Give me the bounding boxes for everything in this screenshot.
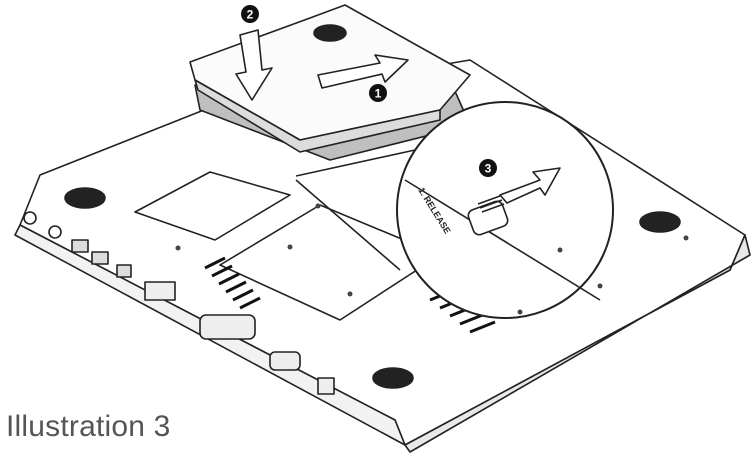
zoom-line-bottom xyxy=(295,179,401,271)
firewire-port xyxy=(116,264,132,278)
zoom-panel-edge xyxy=(404,179,601,301)
step-marker-2: 2 xyxy=(241,5,259,23)
step-marker-3: 3 xyxy=(479,159,497,177)
lan-port xyxy=(144,281,176,301)
usb-port-2 xyxy=(91,251,109,265)
latch-stripes xyxy=(477,195,505,213)
side-ports xyxy=(23,211,335,395)
svg-text:1: 1 xyxy=(375,87,382,101)
audio-port-1 xyxy=(23,211,37,225)
zoom-arrow xyxy=(499,167,561,204)
battery-pack-side xyxy=(194,79,441,153)
foot-left xyxy=(64,187,106,209)
zoom-line-top xyxy=(295,149,416,177)
parallel-port xyxy=(199,314,256,340)
screws xyxy=(175,203,689,315)
step-marker-1: 1 xyxy=(369,84,387,102)
press-arrow xyxy=(235,29,273,101)
s-video-port xyxy=(317,377,335,395)
svg-text:2: 2 xyxy=(247,8,254,22)
vga-port xyxy=(269,351,301,371)
foot-right xyxy=(639,211,681,233)
slide-arrow xyxy=(317,54,409,89)
zoom-detail xyxy=(295,101,614,319)
audio-port-2 xyxy=(48,225,62,239)
usb-port-1 xyxy=(71,239,89,253)
hdd-cover xyxy=(134,171,291,241)
release-latch xyxy=(467,200,509,236)
battery-rubber-foot xyxy=(313,24,347,42)
foot-bottom xyxy=(372,367,414,389)
svg-text:3: 3 xyxy=(485,162,492,176)
laptop-right-edge xyxy=(404,234,751,453)
illustration-caption: Illustration 3 xyxy=(6,410,171,443)
